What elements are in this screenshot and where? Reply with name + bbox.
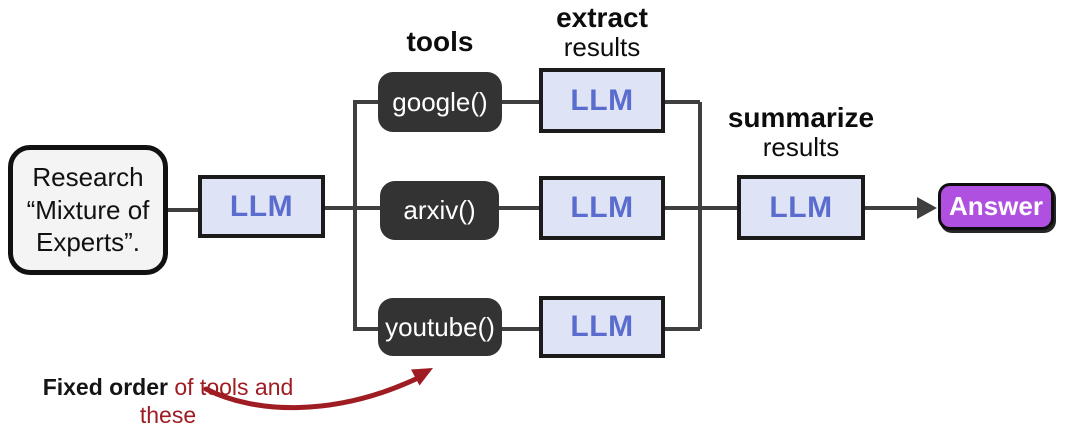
router-llm-node: LLM [198,175,325,238]
tool-node-arxiv: arxiv() [380,181,499,240]
answer-node: Answer [938,183,1054,230]
note-arrowhead [411,368,433,386]
tool-node-google: google() [378,72,502,132]
extract-results-stage-label: extract results [528,2,676,62]
tool-node-youtube: youtube() [378,298,502,356]
extract-llm-node-arxiv: LLM [539,176,665,240]
fixed-order-note: Fixed order of tools and these tools are… [22,319,314,431]
extract-label-regular: results [563,32,641,63]
note-arrow [203,375,421,411]
tools-stage-label: tools [406,26,474,57]
extract-label-bold: extract [556,2,648,33]
summarize-label-regular: results [762,132,840,163]
summarize-llm-node: LLM [737,175,865,240]
note-line-1: Fixed order of tools and these [42,374,300,428]
summarize-results-stage-label: summarize results [712,102,890,162]
answer-arrowhead [917,197,937,219]
extract-llm-node-youtube: LLM [539,296,665,358]
summarize-label-bold: summarize [727,102,875,133]
input-task-node: Research “Mixture of Experts”. [8,145,168,275]
extract-llm-node-google: LLM [539,68,665,133]
